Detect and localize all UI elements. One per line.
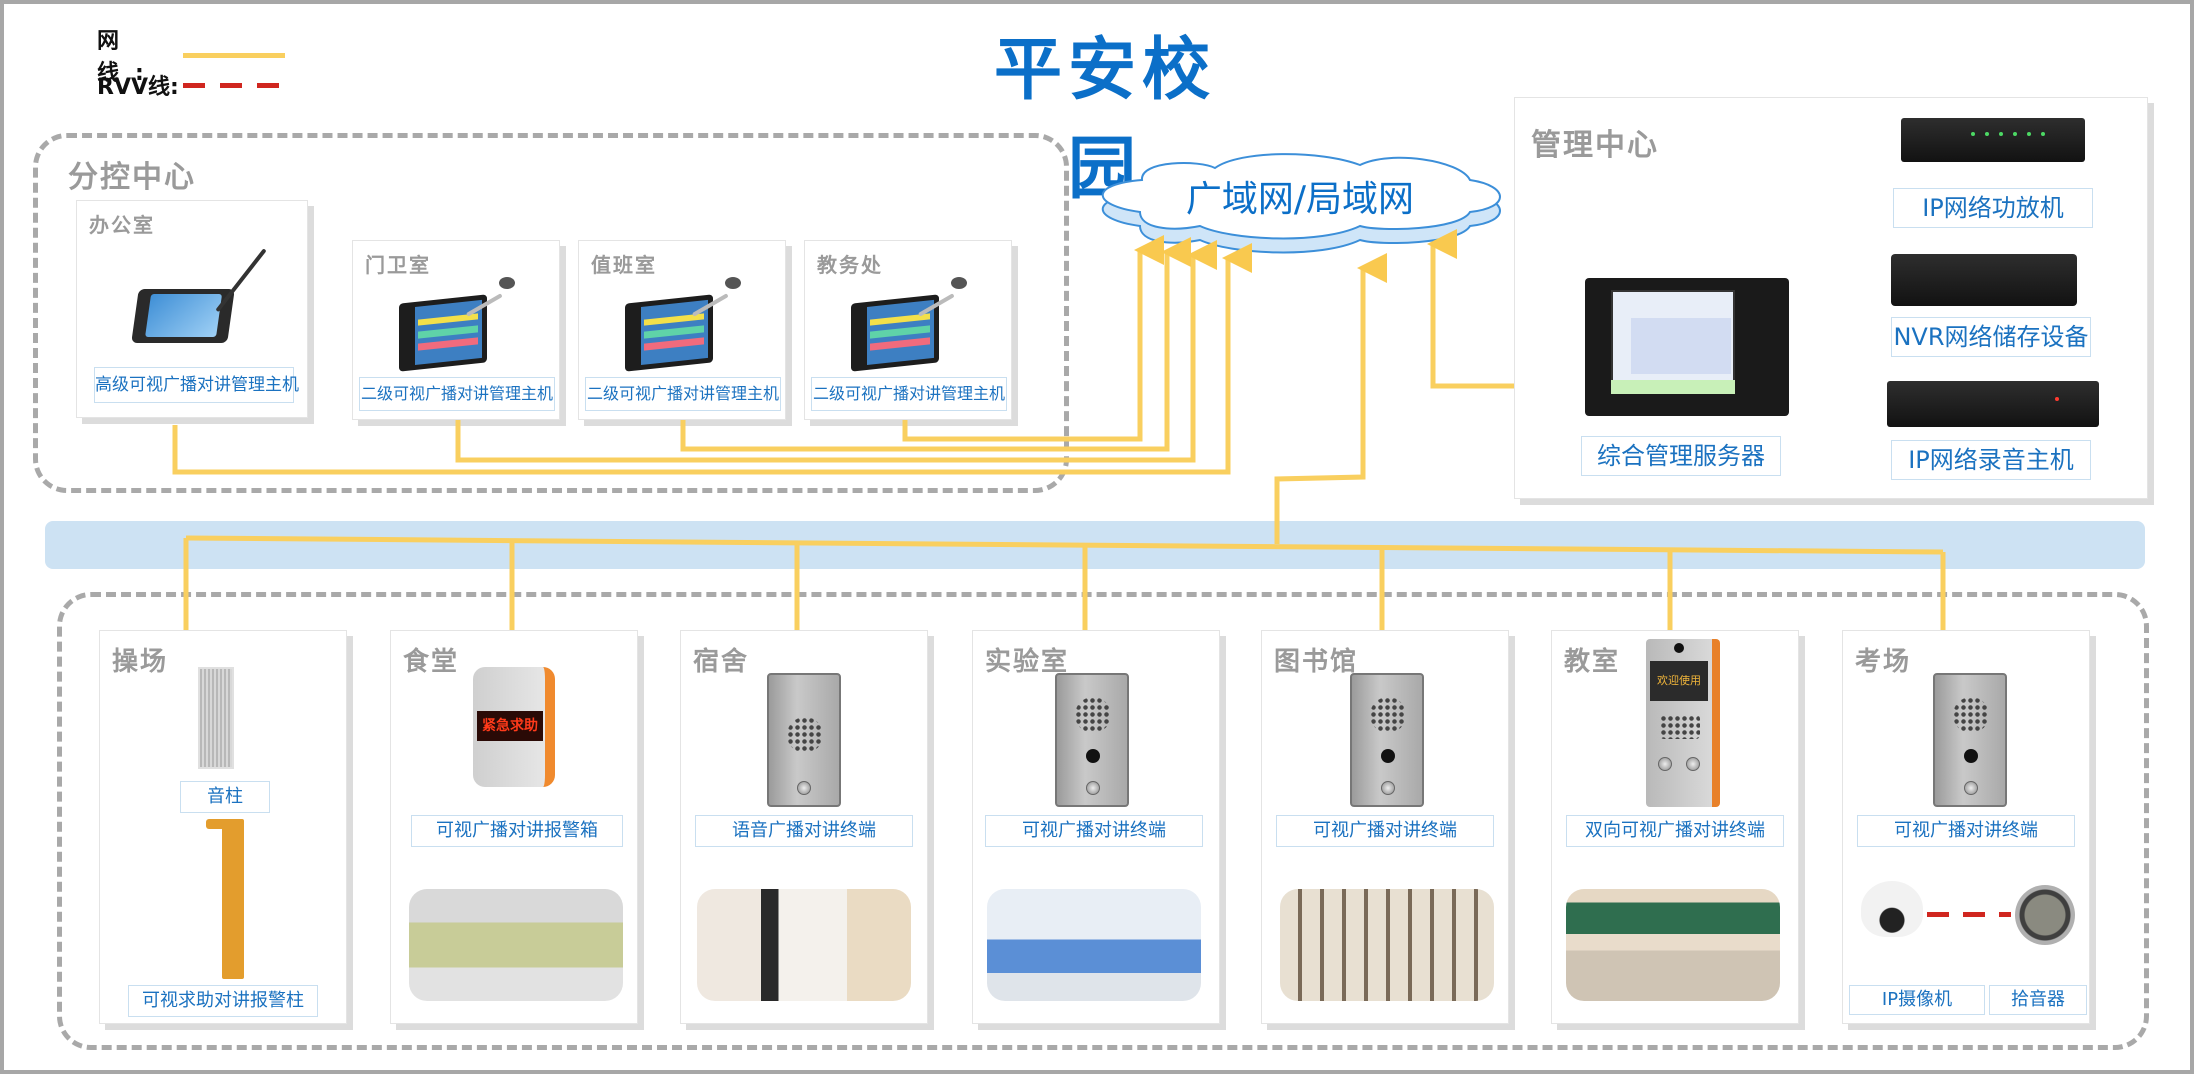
zone-name: 图书馆 bbox=[1274, 647, 1359, 677]
microphone-head-icon bbox=[499, 277, 515, 289]
pickup-microphone-icon bbox=[2015, 885, 2075, 945]
zone-panel-laboratory: 实验室 可视广播对讲终端 bbox=[972, 630, 1220, 1024]
video-intercom-terminal-icon bbox=[1933, 673, 2007, 807]
management-server-icon bbox=[1585, 278, 1789, 416]
device-label: IP网络功放机 bbox=[1893, 188, 2093, 228]
zone-name: 食堂 bbox=[403, 647, 460, 677]
network-cloud-label: 广域网/局域网 bbox=[1185, 179, 1415, 220]
zone-panel-canteen: 食堂 紧急求助 可视广播对讲报警箱 bbox=[390, 630, 638, 1024]
alarm-box-display: 紧急求助 bbox=[477, 711, 543, 741]
device-label: 音柱 bbox=[180, 781, 270, 813]
device-label: 高级可视广播对讲管理主机 bbox=[94, 367, 299, 403]
campus-zones-group bbox=[57, 592, 2149, 1050]
page-title: 平安校园 bbox=[993, 31, 1216, 209]
legend-label: RVV线: bbox=[97, 75, 179, 100]
intercom-display: 欢迎使用 bbox=[1650, 661, 1708, 701]
room-name: 办公室 bbox=[89, 213, 155, 237]
dashed-line-swatch bbox=[183, 82, 285, 88]
room-name: 教务处 bbox=[817, 253, 883, 277]
zone-panel-exam-room: 考场 可视广播对讲终端 IP摄像机 拾音器 bbox=[1842, 630, 2090, 1024]
device-label: 二级可视广播对讲管理主机 bbox=[585, 377, 781, 411]
video-intercom-terminal-icon bbox=[1055, 673, 1129, 807]
device-label: 拾音器 bbox=[1989, 985, 2087, 1015]
rvv-cable-line bbox=[1927, 912, 2011, 917]
zone-panel-dormitory: 宿舍 语音广播对讲终端 bbox=[680, 630, 928, 1024]
microphone-icon bbox=[215, 248, 267, 313]
legend: 网 线: RVV线: bbox=[97, 29, 317, 100]
device-label: IP摄像机 bbox=[1849, 985, 1985, 1015]
microphone-head-icon bbox=[951, 277, 967, 289]
device-label: 语音广播对讲终端 bbox=[695, 815, 913, 847]
device-label: 二级可视广播对讲管理主机 bbox=[811, 377, 1007, 411]
alarm-box-icon: 紧急求助 bbox=[473, 667, 555, 787]
solid-line-swatch bbox=[183, 52, 285, 58]
ip-amplifier-icon bbox=[1901, 118, 2085, 162]
zone-name: 宿舍 bbox=[693, 647, 750, 677]
microphone-head-icon bbox=[725, 277, 741, 289]
voice-intercom-terminal-icon bbox=[767, 673, 841, 807]
legend-item-rvv-cable: RVV线: bbox=[97, 70, 317, 100]
device-label: 综合管理服务器 bbox=[1581, 436, 1781, 476]
legend-label: 网 线: bbox=[97, 29, 160, 86]
classroom-photo bbox=[1566, 889, 1780, 1001]
zone-name: 操场 bbox=[112, 647, 169, 677]
management-center-title: 管理中心 bbox=[1531, 128, 1659, 163]
device-label: 二级可视广播对讲管理主机 bbox=[359, 377, 555, 411]
device-label: 可视广播对讲报警箱 bbox=[411, 815, 623, 847]
two-way-video-intercom-icon: 欢迎使用 bbox=[1646, 639, 1720, 807]
zone-name: 实验室 bbox=[985, 647, 1070, 677]
device-label: IP网络录音主机 bbox=[1891, 440, 2091, 480]
sos-pillar-arm-icon bbox=[206, 819, 244, 829]
room-panel-guard-room: 门卫室 二级可视广播对讲管理主机 bbox=[352, 240, 560, 420]
room-name: 门卫室 bbox=[365, 253, 431, 277]
zone-name: 教室 bbox=[1564, 647, 1621, 677]
room-panel-academic-office: 教务处 二级可视广播对讲管理主机 bbox=[804, 240, 1012, 420]
laboratory-photo bbox=[987, 889, 1201, 1001]
secondary-console-icon bbox=[625, 294, 713, 372]
secondary-console-icon bbox=[851, 294, 939, 372]
legend-item-network-cable: 网 线: bbox=[97, 29, 317, 86]
device-label: 可视广播对讲终端 bbox=[985, 815, 1203, 847]
device-label: 可视广播对讲终端 bbox=[1276, 815, 1494, 847]
device-label: 可视广播对讲终端 bbox=[1857, 815, 2075, 847]
video-intercom-terminal-icon bbox=[1350, 673, 1424, 807]
nvr-storage-icon bbox=[1891, 254, 2077, 306]
device-label: NVR网络储存设备 bbox=[1891, 317, 2091, 357]
dormitory-photo bbox=[697, 889, 911, 1001]
network-bus-band bbox=[45, 521, 2145, 569]
device-label: 可视求助对讲报警柱 bbox=[128, 985, 318, 1017]
zone-panel-library: 图书馆 可视广播对讲终端 bbox=[1261, 630, 1509, 1024]
device-label: 双向可视广播对讲终端 bbox=[1566, 815, 1784, 847]
zone-panel-playground: 操场 音柱 可视求助对讲报警柱 bbox=[99, 630, 347, 1024]
sos-pillar-icon bbox=[222, 819, 244, 979]
room-panel-duty-room: 值班室 二级可视广播对讲管理主机 bbox=[578, 240, 786, 420]
column-speaker-icon bbox=[198, 667, 234, 769]
ip-camera-icon bbox=[1861, 881, 1923, 937]
zone-name: 考场 bbox=[1855, 647, 1912, 677]
room-name: 值班室 bbox=[591, 253, 657, 277]
secondary-console-icon bbox=[399, 294, 487, 372]
sub-control-center-title: 分控中心 bbox=[68, 160, 196, 195]
room-panel-office: 办公室 高级可视广播对讲管理主机 bbox=[76, 200, 308, 418]
management-center-group: 管理中心 综合管理服务器 IP网络功放机 NVR网络储存设备 IP网络录音主机 bbox=[1514, 97, 2148, 499]
library-photo bbox=[1280, 889, 1494, 1001]
advanced-console-icon bbox=[131, 289, 235, 343]
canteen-photo bbox=[409, 889, 623, 1001]
zone-panel-classroom: 教室 欢迎使用 双向可视广播对讲终端 bbox=[1551, 630, 1799, 1024]
ip-recorder-icon bbox=[1887, 381, 2099, 427]
